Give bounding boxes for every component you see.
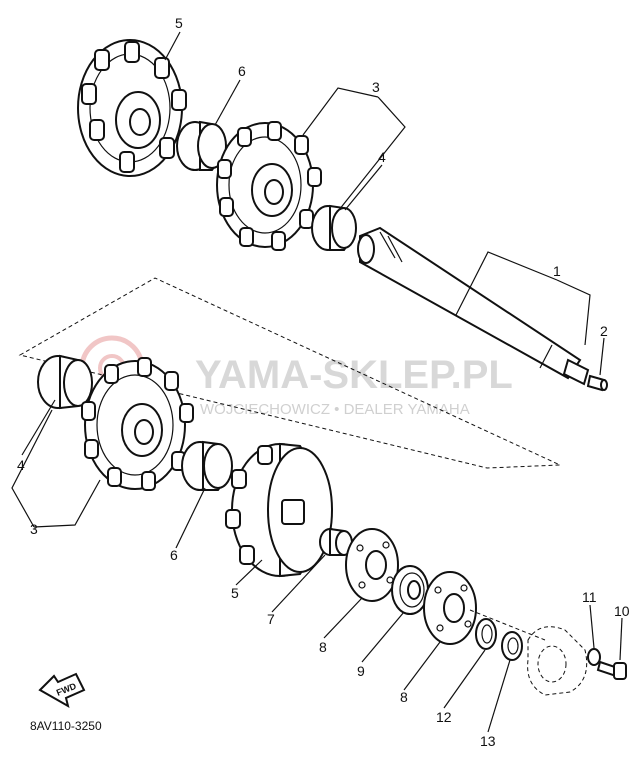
callout-7: 7 bbox=[267, 611, 275, 627]
callouts: 5 6 3 4 1 2 4 3 6 5 7 8 9 8 11 10 12 13 bbox=[17, 15, 630, 749]
bearing bbox=[391, 565, 429, 615]
watermark: YAMA-SKLEP.PL WOJCIECHOWICZ • DEALER YAM… bbox=[79, 335, 513, 418]
front-direction-arrow: FWD bbox=[38, 672, 86, 709]
callout-3-top: 3 bbox=[372, 79, 380, 95]
pin bbox=[586, 374, 608, 392]
callout-10: 10 bbox=[614, 603, 630, 619]
washer bbox=[587, 648, 601, 666]
watermark-title: YAMA-SKLEP.PL bbox=[195, 353, 513, 397]
collar-upper bbox=[311, 204, 357, 251]
callout-6-top: 6 bbox=[238, 63, 246, 79]
callout-11: 11 bbox=[582, 589, 597, 605]
bearing-housing-plate-a bbox=[345, 528, 399, 602]
callout-6-bottom: 6 bbox=[170, 547, 178, 563]
bolt bbox=[596, 660, 627, 680]
bushing-lower bbox=[181, 440, 233, 491]
callout-5-top: 5 bbox=[175, 15, 183, 31]
callout-13: 13 bbox=[480, 733, 496, 749]
callout-9: 9 bbox=[357, 663, 365, 679]
callout-2: 2 bbox=[600, 323, 608, 339]
oil-seal bbox=[475, 618, 497, 650]
diagram-code: 8AV110-3250 bbox=[30, 719, 102, 733]
arrow-left-icon bbox=[38, 672, 86, 709]
drive-sprocket-upper bbox=[77, 39, 187, 177]
leader-lines bbox=[11, 31, 623, 733]
chaincase-housing-outline bbox=[469, 609, 588, 696]
sprocket-upper bbox=[216, 121, 322, 251]
callout-4-bottom: 4 bbox=[17, 457, 25, 473]
callout-4-top: 4 bbox=[378, 149, 386, 165]
callout-5-bottom: 5 bbox=[231, 585, 239, 601]
upper-assembly-boundary bbox=[18, 277, 561, 469]
callout-3-bottom: 3 bbox=[30, 521, 38, 537]
bearing-housing-plate-b bbox=[423, 571, 477, 645]
collar-lower bbox=[37, 354, 93, 410]
drive-axle-shaft bbox=[357, 226, 590, 386]
drive-wheel-lower bbox=[225, 442, 333, 578]
callout-12: 12 bbox=[436, 709, 452, 725]
nut bbox=[501, 631, 523, 661]
callout-8-b: 8 bbox=[400, 689, 408, 705]
sprocket-lower bbox=[81, 357, 194, 491]
callout-1: 1 bbox=[553, 263, 561, 279]
callout-8-a: 8 bbox=[319, 639, 327, 655]
watermark-subtitle: WOJCIECHOWICZ • DEALER YAMAHA bbox=[200, 401, 470, 418]
bushing-upper bbox=[176, 120, 227, 171]
